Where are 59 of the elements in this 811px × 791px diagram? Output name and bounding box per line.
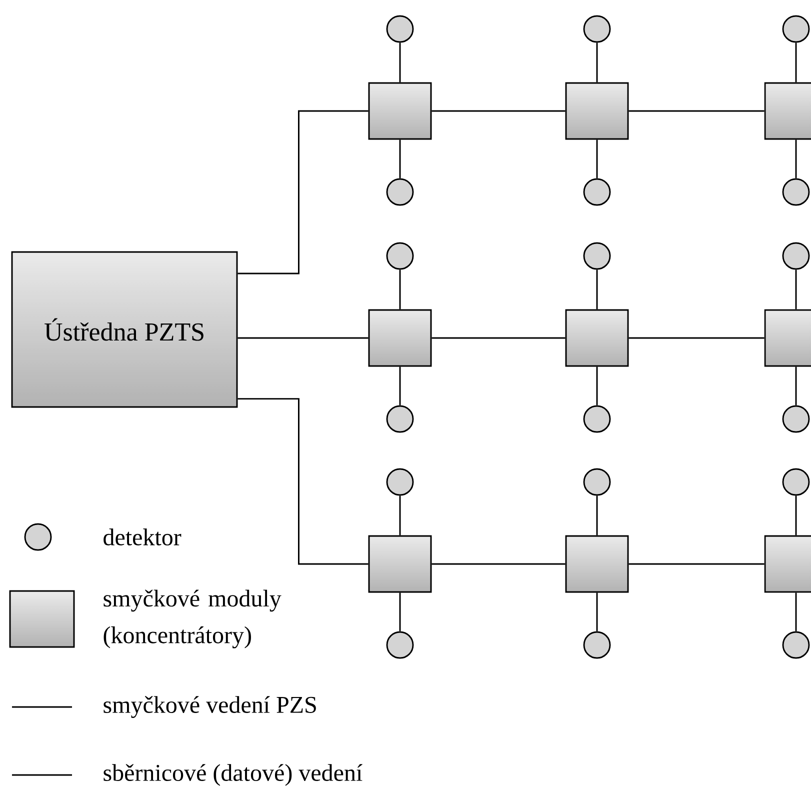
detector-circle: [583, 631, 611, 659]
legend-text: sběrnicové (datové) vedení: [104, 764, 362, 786]
detector-circle: [386, 631, 414, 659]
detector-circle: [583, 178, 611, 206]
connector-line: [795, 42, 797, 82]
connector-line: [628, 337, 764, 339]
loop-module-box: [565, 309, 629, 367]
connector-line: [628, 563, 764, 565]
detector-circle: [386, 178, 414, 206]
connector-line: [795, 366, 797, 406]
loop-module-box: [764, 309, 811, 367]
connector-line: [399, 140, 401, 178]
connector-line: [596, 140, 598, 178]
detector-circle: [583, 242, 611, 270]
detector-circle: [782, 631, 810, 659]
connector-line: [596, 496, 598, 536]
connector-line: [596, 270, 598, 310]
control-unit-box: Ústředna PZTS: [11, 251, 238, 408]
loop-module-box: [565, 82, 629, 140]
connector-line: [628, 110, 764, 112]
connector-line: [795, 270, 797, 310]
detector-circle: [583, 468, 611, 496]
detector-circle: [583, 15, 611, 43]
connector-line: [238, 398, 368, 565]
loop-module-box: [368, 309, 432, 367]
detector-circle: [386, 468, 414, 496]
detector-circle: [583, 405, 611, 433]
connector-line: [399, 366, 401, 406]
legend-text: detektor: [104, 528, 182, 546]
connector-line: [795, 496, 797, 536]
detector-circle: [386, 15, 414, 43]
connector-line: [238, 337, 368, 339]
connector-line: [596, 592, 598, 632]
loop-module-box: [565, 535, 629, 593]
loop-module-box: [368, 535, 432, 593]
detector-circle: [782, 242, 810, 270]
connector-line: [399, 496, 401, 536]
detector-circle: [386, 242, 414, 270]
connector-line: [795, 140, 797, 178]
connector-line: [399, 42, 401, 82]
detector-circle: [386, 405, 414, 433]
detector-circle: [782, 468, 810, 496]
detector-circle: [782, 405, 810, 433]
connector-line: [399, 270, 401, 310]
connector-line: [596, 366, 598, 406]
detector-circle: [782, 15, 810, 43]
detector-circle: [782, 178, 810, 206]
connector-line: [596, 42, 598, 82]
legend-text: smyčkové vedení PZS: [104, 696, 316, 718]
loop-module-box: [764, 535, 811, 593]
legend-text: smyčkové moduly (koncentrátory): [104, 590, 282, 648]
loop-module-box: [368, 82, 432, 140]
connector-line: [238, 110, 368, 274]
connector-line: [795, 592, 797, 632]
loop-module-box: [764, 82, 811, 140]
connector-line: [399, 592, 401, 632]
connector-line: [432, 337, 566, 339]
connector-line: [432, 563, 566, 565]
connector-line: [432, 110, 566, 112]
